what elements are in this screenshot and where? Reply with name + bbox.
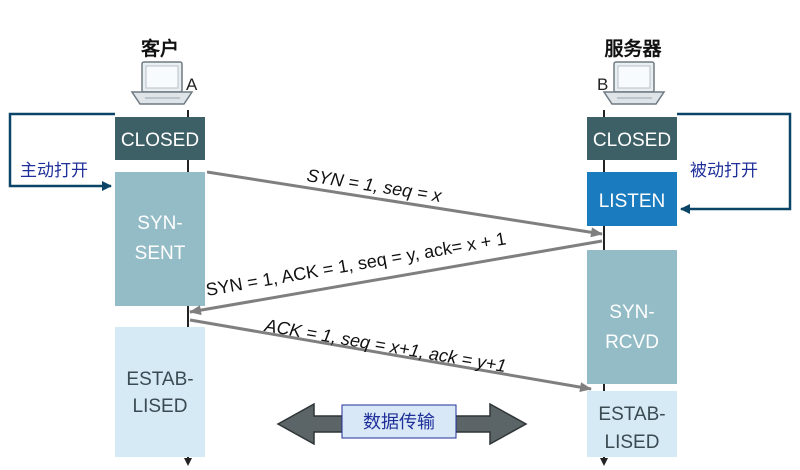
syn-arrow: [206, 170, 603, 238]
client-established-line2: LISED: [133, 396, 188, 417]
active-open-label: 主动打开: [20, 161, 88, 181]
passive-open-label: 被动打开: [690, 161, 758, 181]
server-syn-rcvd-box: [587, 250, 677, 384]
server-listen-box: [587, 172, 677, 226]
ack-arrow: [189, 318, 592, 393]
client-title: 客户: [141, 37, 179, 60]
client-closed-box: [115, 117, 205, 160]
client-computer-icon: [130, 61, 194, 105]
client-syn-sent-line2: SENT: [135, 243, 186, 264]
server-title: 服务器: [604, 37, 662, 60]
server-host-letter: B: [597, 75, 608, 94]
client-established-line1: ESTAB-: [126, 369, 193, 390]
client-host-letter: A: [186, 75, 198, 94]
client-syn-sent-box: [115, 172, 205, 306]
client-closed-label: CLOSED: [121, 130, 199, 151]
server-syn-rcvd-line2: RCVD: [605, 332, 659, 353]
server-computer-icon: [602, 61, 666, 105]
passive-open-arrow: [677, 112, 792, 214]
data-transfer-box: [341, 404, 457, 439]
client-established-box: [115, 327, 205, 457]
syn-ack-arrow: [189, 239, 603, 316]
server-closed-label: CLOSED: [593, 130, 671, 151]
server-listen-label: LISTEN: [599, 191, 666, 212]
server-syn-rcvd-line1: SYN-: [609, 302, 654, 323]
server-established-box: [587, 391, 677, 457]
client-timeline-end-icon: [184, 458, 192, 466]
server-established-line1: ESTAB-: [598, 404, 665, 425]
server-established-line2: LISED: [605, 432, 660, 453]
syn-label: SYN = 1, seq = x: [305, 165, 444, 206]
server-timeline-end-icon: [600, 458, 608, 466]
data-transfer-label: 数据传输: [363, 412, 435, 433]
server-closed-box: [587, 117, 677, 160]
ack-label: ACK = 1, seq = x+1, ack = y+1: [262, 315, 508, 376]
active-open-arrow: [8, 112, 115, 191]
client-syn-sent-line1: SYN-: [137, 213, 182, 234]
